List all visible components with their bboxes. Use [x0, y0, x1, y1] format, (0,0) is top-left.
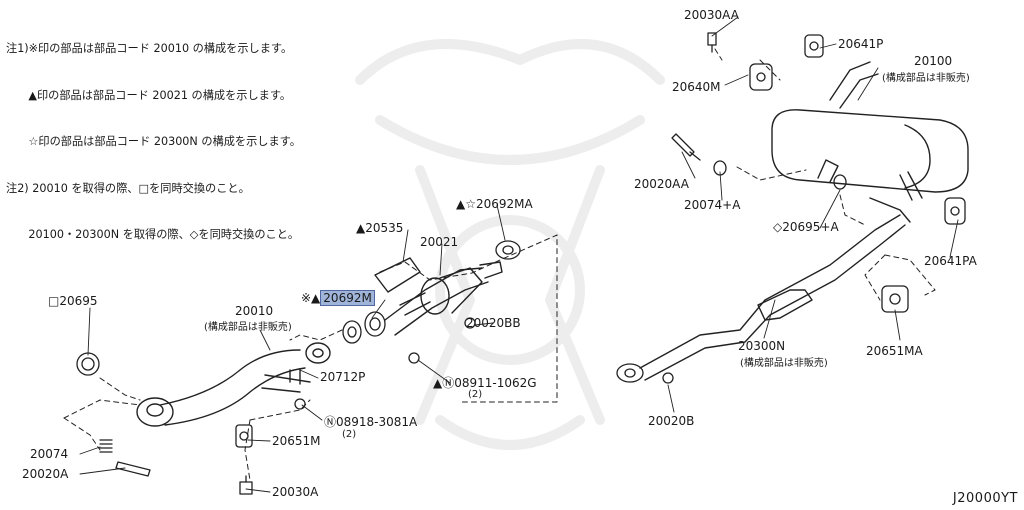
- label-20692MA: ▲☆20692MA: [456, 197, 533, 211]
- label-20651M: 20651M: [272, 434, 321, 448]
- label-20692M-highlight[interactable]: 20692M: [320, 290, 375, 306]
- label-20100: 20100: [914, 54, 953, 68]
- front-pipe-20010: [136, 342, 331, 427]
- label-20020A: 20020A: [22, 467, 69, 481]
- label-20074: 20074: [30, 447, 69, 461]
- label-20692M-prefix: ※▲: [301, 291, 321, 305]
- label-20641P: 20641P: [838, 37, 884, 51]
- note-line: ☆印の部品は部品コード 20300N の構成を示します。: [6, 135, 301, 148]
- label-20010-note: (構成部品は非販売): [204, 322, 292, 333]
- center-pipe-20300N: [639, 197, 911, 381]
- label-08918-qty: (2): [342, 429, 357, 440]
- label-20100-note: (構成部品は非販売): [882, 73, 970, 84]
- dashed-leaders: [63, 48, 936, 481]
- label-08911-1062G: ▲Ⓝ08911-1062G: [433, 376, 537, 390]
- label-20030AA: 20030AA: [684, 8, 739, 22]
- note-line: 注2) 20010 を取得の際、□を同時交換のこと。: [6, 181, 250, 195]
- label-20020AA: 20020AA: [634, 177, 689, 191]
- fasteners: [99, 32, 717, 495]
- label-20692M: ※▲20692M: [301, 290, 375, 306]
- label-20300N-note: (構成部品は非販売): [740, 358, 828, 369]
- label-08911-qty: (2): [468, 389, 483, 400]
- rubber-mounts: [235, 34, 966, 448]
- footnotes: 注1)※印の部品は部品コード 20010 の構成を示します。 ▲印の部品は部品コ…: [6, 10, 301, 258]
- label-20535: ▲20535: [356, 221, 404, 235]
- label-20030A: 20030A: [272, 485, 319, 499]
- gaskets: [76, 160, 847, 410]
- diagram-code: J20000YT: [952, 491, 1018, 506]
- label-20712P: 20712P: [320, 370, 366, 384]
- label-20020BB: 20020BB: [466, 316, 521, 330]
- note-line: 注1)※印の部品は部品コード 20010 の構成を示します。: [6, 42, 293, 55]
- label-08918-3081A: Ⓝ08918-3081A: [324, 415, 418, 429]
- note-line: ▲印の部品は部品コード 20021 の構成を示します。: [6, 88, 292, 102]
- label-20651MA: 20651MA: [866, 344, 923, 358]
- label-20695: □20695: [48, 294, 98, 308]
- label-20300N: 20300N: [738, 339, 786, 353]
- watermark-logo: [355, 39, 665, 450]
- note-line: 20100・20300N を取得の際、◇を同時交換のこと。: [6, 228, 300, 241]
- label-20021: 20021: [420, 235, 459, 249]
- label-20020B: 20020B: [648, 414, 695, 428]
- label-20074A-right: 20074+A: [684, 198, 741, 212]
- rear-muffler-20100: [771, 61, 969, 201]
- label-20640M: 20640M: [672, 80, 721, 94]
- label-20695A: ◇20695+A: [773, 220, 839, 234]
- label-20641PA: 20641PA: [924, 254, 977, 268]
- catalytic-converter-20021: [374, 257, 503, 336]
- label-20010: 20010: [235, 304, 274, 318]
